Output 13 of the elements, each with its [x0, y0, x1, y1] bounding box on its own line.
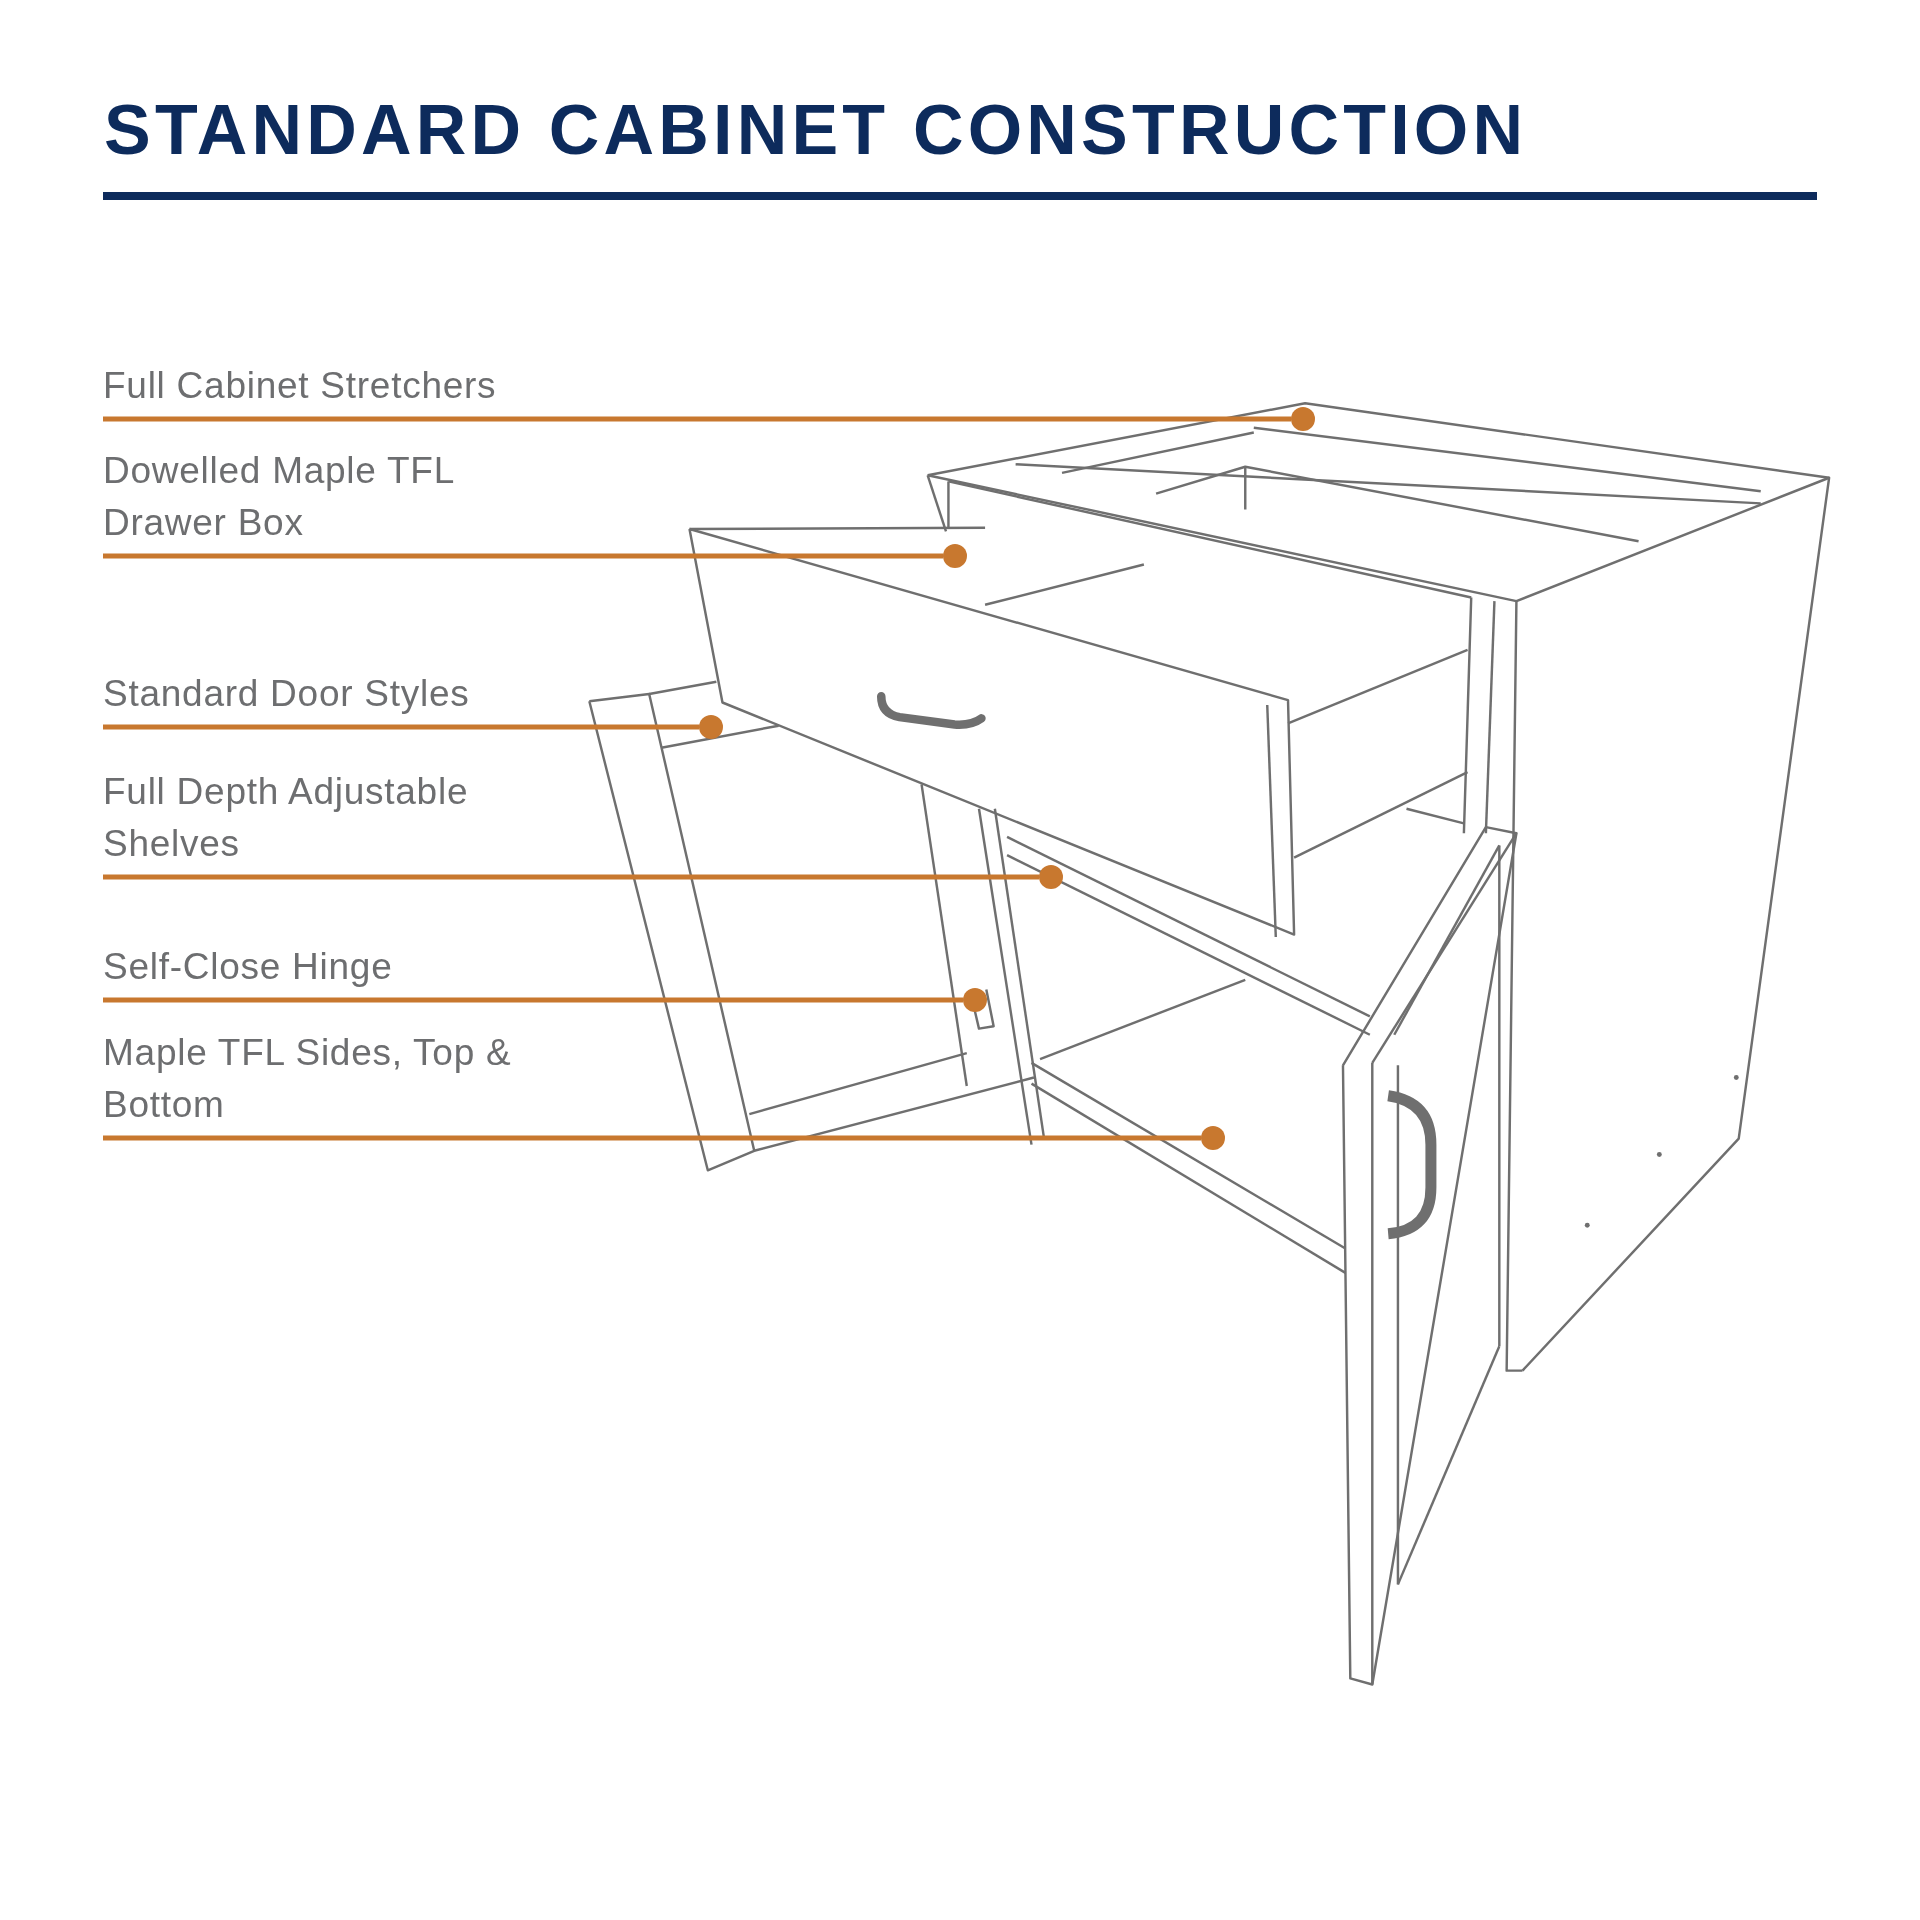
leader-line — [103, 1135, 1201, 1141]
title: STANDARD CABINET CONSTRUCTION — [104, 95, 1528, 165]
callout-label: Self-Close Hinge — [103, 941, 543, 997]
callout-label: Dowelled Maple TFL Drawer Box — [103, 445, 543, 553]
callout-label: Maple TFL Sides, Top & Bottom — [103, 1027, 543, 1135]
leader-line — [103, 416, 1291, 422]
callout-label: Full Cabinet Stretchers — [103, 360, 663, 416]
leader-line — [103, 874, 1039, 880]
callout-label: Full Depth Adjustable Shelves — [103, 766, 543, 874]
callout-label: Standard Door Styles — [103, 668, 623, 724]
leader-line — [103, 553, 943, 559]
leader-line — [103, 997, 963, 1003]
leader-line — [103, 724, 699, 730]
